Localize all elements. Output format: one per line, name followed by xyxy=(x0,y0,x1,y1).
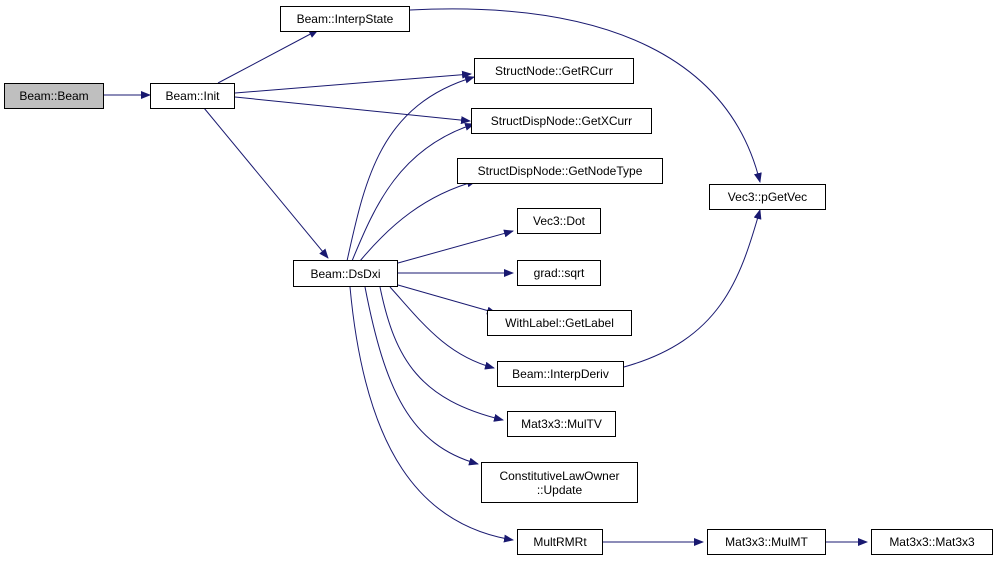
edge-interp-deriv-to-pgetvec xyxy=(623,209,762,368)
node-get-label[interactable]: WithLabel::GetLabel xyxy=(487,310,632,336)
node-beam-init[interactable]: Beam::Init xyxy=(150,83,235,109)
node-interp-deriv[interactable]: Beam::InterpDeriv xyxy=(497,361,624,387)
node-interp-state[interactable]: Beam::InterpState xyxy=(280,6,410,32)
edge-dsdxi-to-get-rcurr xyxy=(346,75,475,262)
edge-init-to-get-rcurr xyxy=(234,70,472,94)
edge-dsdxi-to-interp-deriv xyxy=(389,286,495,370)
node-vec3-dot[interactable]: Vec3::Dot xyxy=(517,208,601,234)
edge-dsdxi-to-mult-rmrt xyxy=(349,286,514,543)
edge-interp-state-to-pgetvec xyxy=(409,8,762,183)
node-get-node-type[interactable]: StructDispNode::GetNodeType xyxy=(457,158,663,184)
edge-dsdxi-to-update xyxy=(364,286,479,466)
edge-init-to-interp-state xyxy=(217,29,319,84)
edge-dsdxi-to-multv xyxy=(379,286,504,422)
node-get-xcurr[interactable]: StructDispNode::GetXCurr xyxy=(471,108,652,134)
edge-init-to-get-xcurr xyxy=(234,96,471,125)
edge-dsdxi-to-get-node-type xyxy=(359,179,477,262)
node-claw-update[interactable]: ConstitutiveLawOwner ::Update xyxy=(481,462,638,503)
node-beam-dsdxi[interactable]: Beam::DsDxi xyxy=(293,260,398,287)
edge-init-to-dsdxi xyxy=(203,107,329,259)
edge-dsdxi-to-get-label xyxy=(397,284,497,315)
node-mult-rmrt[interactable]: MultRMRt xyxy=(517,529,603,555)
edge-dsdxi-to-get-xcurr xyxy=(351,122,475,262)
node-mat3x3-ctor[interactable]: Mat3x3::Mat3x3 xyxy=(871,529,993,555)
node-grad-sqrt[interactable]: grad::sqrt xyxy=(517,260,601,286)
node-mat3x3-mulmt[interactable]: Mat3x3::MulMT xyxy=(707,529,826,555)
node-mat3x3-multv[interactable]: Mat3x3::MulTV xyxy=(507,411,616,437)
node-vec3-pgetvec[interactable]: Vec3::pGetVec xyxy=(709,184,826,210)
node-get-rcurr[interactable]: StructNode::GetRCurr xyxy=(474,58,634,84)
node-beam-beam: Beam::Beam xyxy=(4,83,104,109)
edge-dsdxi-to-dot xyxy=(397,229,514,264)
